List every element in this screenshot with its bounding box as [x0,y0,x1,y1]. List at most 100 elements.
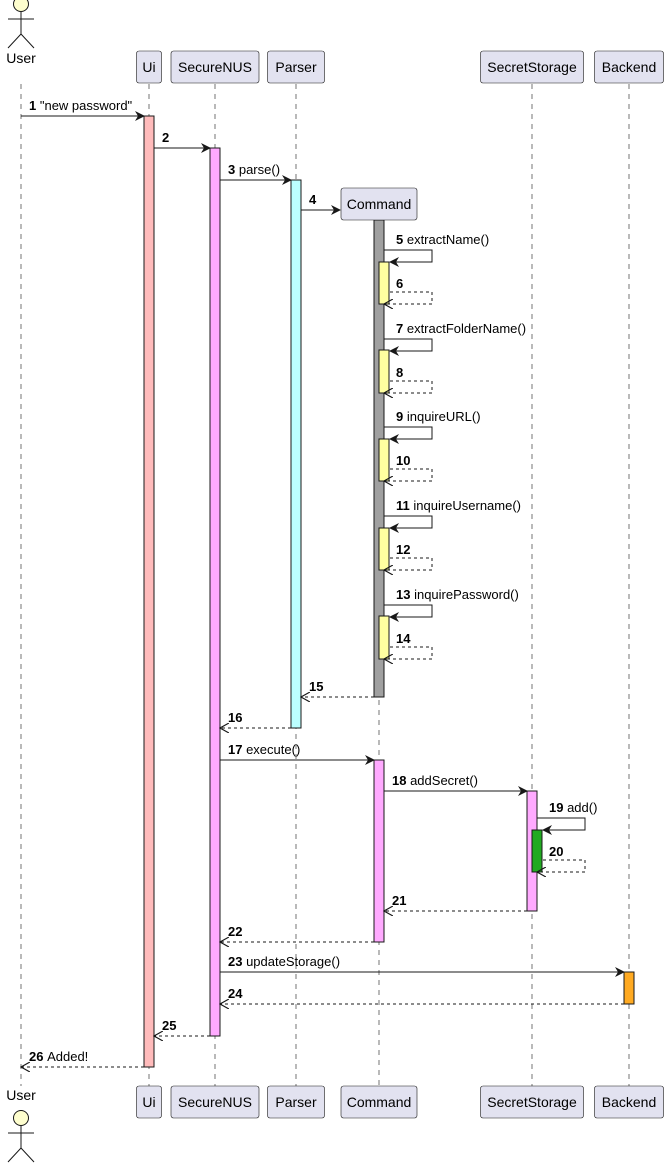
message-24: 24 [220,986,624,1004]
participant-ui-top: Ui [136,50,162,84]
message-text: 24 [228,986,243,1001]
message-arrow [384,249,433,267]
message-arrow [384,426,433,444]
participant-command-bottom: Command [340,1085,418,1119]
message-text: 4 [309,192,317,207]
message-5: 5 extractName() [384,232,489,267]
participant-label: SecureNUS [178,59,252,75]
message-arrow [384,468,433,481]
message-number: 6 [396,276,403,291]
participant-label: SecureNUS [178,1094,252,1110]
message-23: 23 updateStorage() [220,954,625,977]
message-arrow [384,646,433,659]
participant-box [267,1085,325,1119]
message-9: 9 inquireURL() [384,409,481,444]
message-13: 13 inquirePassword() [384,587,519,622]
participant-label: Parser [275,1094,317,1110]
activation-bar-parser [290,179,302,729]
participant-securenus-top: SecureNUS [170,50,260,84]
message-3: 3 parse() [220,162,292,185]
participant-backend-bottom: Backend [594,1085,664,1119]
message-arrow [384,291,433,304]
participant-backend-top: Backend [594,50,664,84]
participant-box [480,50,584,84]
participant-box [480,1085,584,1119]
participant-label: Command [347,1094,412,1110]
message-text: 13 inquirePassword() [396,587,519,602]
participant-box [340,187,418,221]
actor-legs [7,1147,35,1163]
message-text: 7 extractFolderName() [396,321,526,336]
participant-parser-bottom: Parser [267,1085,325,1119]
message-12: 12 [384,542,433,570]
participant-secretstorage-bottom: SecretStorage [480,1085,584,1119]
message-19: 19 add() [537,800,597,835]
actor-legs [7,33,35,49]
participant-label: Ui [142,59,155,75]
message-text: 25 [162,1018,176,1033]
participant-label: Ui [142,1094,155,1110]
message-number: 20 [549,844,563,859]
activation-bar-command [378,349,390,394]
activation-bar-command [378,438,390,482]
activation-bar-command [373,759,385,943]
activation-bar-command [378,615,390,660]
message-1: 1 "new password" [21,98,145,121]
participant-user-bottom: User [6,1087,36,1163]
message-7: 7 extractFolderName() [384,321,526,356]
message-text: 5 extractName() [396,232,489,247]
activation-bar-command [378,527,390,571]
participant-label: User [6,1087,36,1103]
message-arrow [537,817,586,835]
message-4: 4 [301,192,341,215]
message-arrow [384,380,433,393]
message-text: 26 Added! [29,1049,88,1064]
message-text: 17 execute() [228,742,300,757]
message-number: 12 [396,542,410,557]
message-18: 18 addSecret() [384,773,528,796]
actor-head [13,1110,29,1126]
message-arrow [537,859,586,872]
participant-ui-bottom: Ui [136,1085,162,1119]
participant-label: SecretStorage [487,59,577,75]
message-text: 21 [392,893,406,908]
participant-label: User [6,50,36,66]
activation-bar-backend [623,971,635,1005]
message-number: 8 [396,365,403,380]
message-text: 15 [309,679,323,694]
message-text: 3 parse() [228,162,280,177]
participant-command-top: Command [340,187,418,221]
message-number: 10 [396,453,410,468]
participant-box [170,50,260,84]
message-text: 9 inquireURL() [396,409,481,424]
message-number: 14 [396,631,411,646]
message-text: 11 inquireUsername() [396,498,521,513]
message-20: 20 [537,844,586,872]
actor-head [13,0,29,12]
message-26: 26 Added! [21,1049,144,1067]
participant-box [170,1085,260,1119]
message-arrow [384,557,433,570]
activation-bar-securenus [209,147,221,1037]
participant-user-top: User [6,0,36,66]
message-21: 21 [384,893,527,911]
message-14: 14 [384,631,433,659]
message-22: 22 [220,924,374,942]
message-2: 2 [154,130,211,153]
message-text: 16 [228,710,242,725]
message-6: 6 [384,276,433,304]
participant-label: Backend [602,1094,656,1110]
participant-box [340,1085,418,1119]
message-11: 11 inquireUsername() [384,498,521,533]
activation-bar-secretstorage [531,829,543,873]
message-16: 16 [220,710,291,728]
message-arrow [384,338,433,356]
message-text: 1 "new password" [29,98,133,113]
participant-label: Parser [275,59,317,75]
message-text: 18 addSecret() [392,773,478,788]
message-25: 25 [154,1018,210,1036]
message-17: 17 execute() [220,742,375,765]
message-arrow [384,604,433,622]
message-text: 22 [228,924,242,939]
